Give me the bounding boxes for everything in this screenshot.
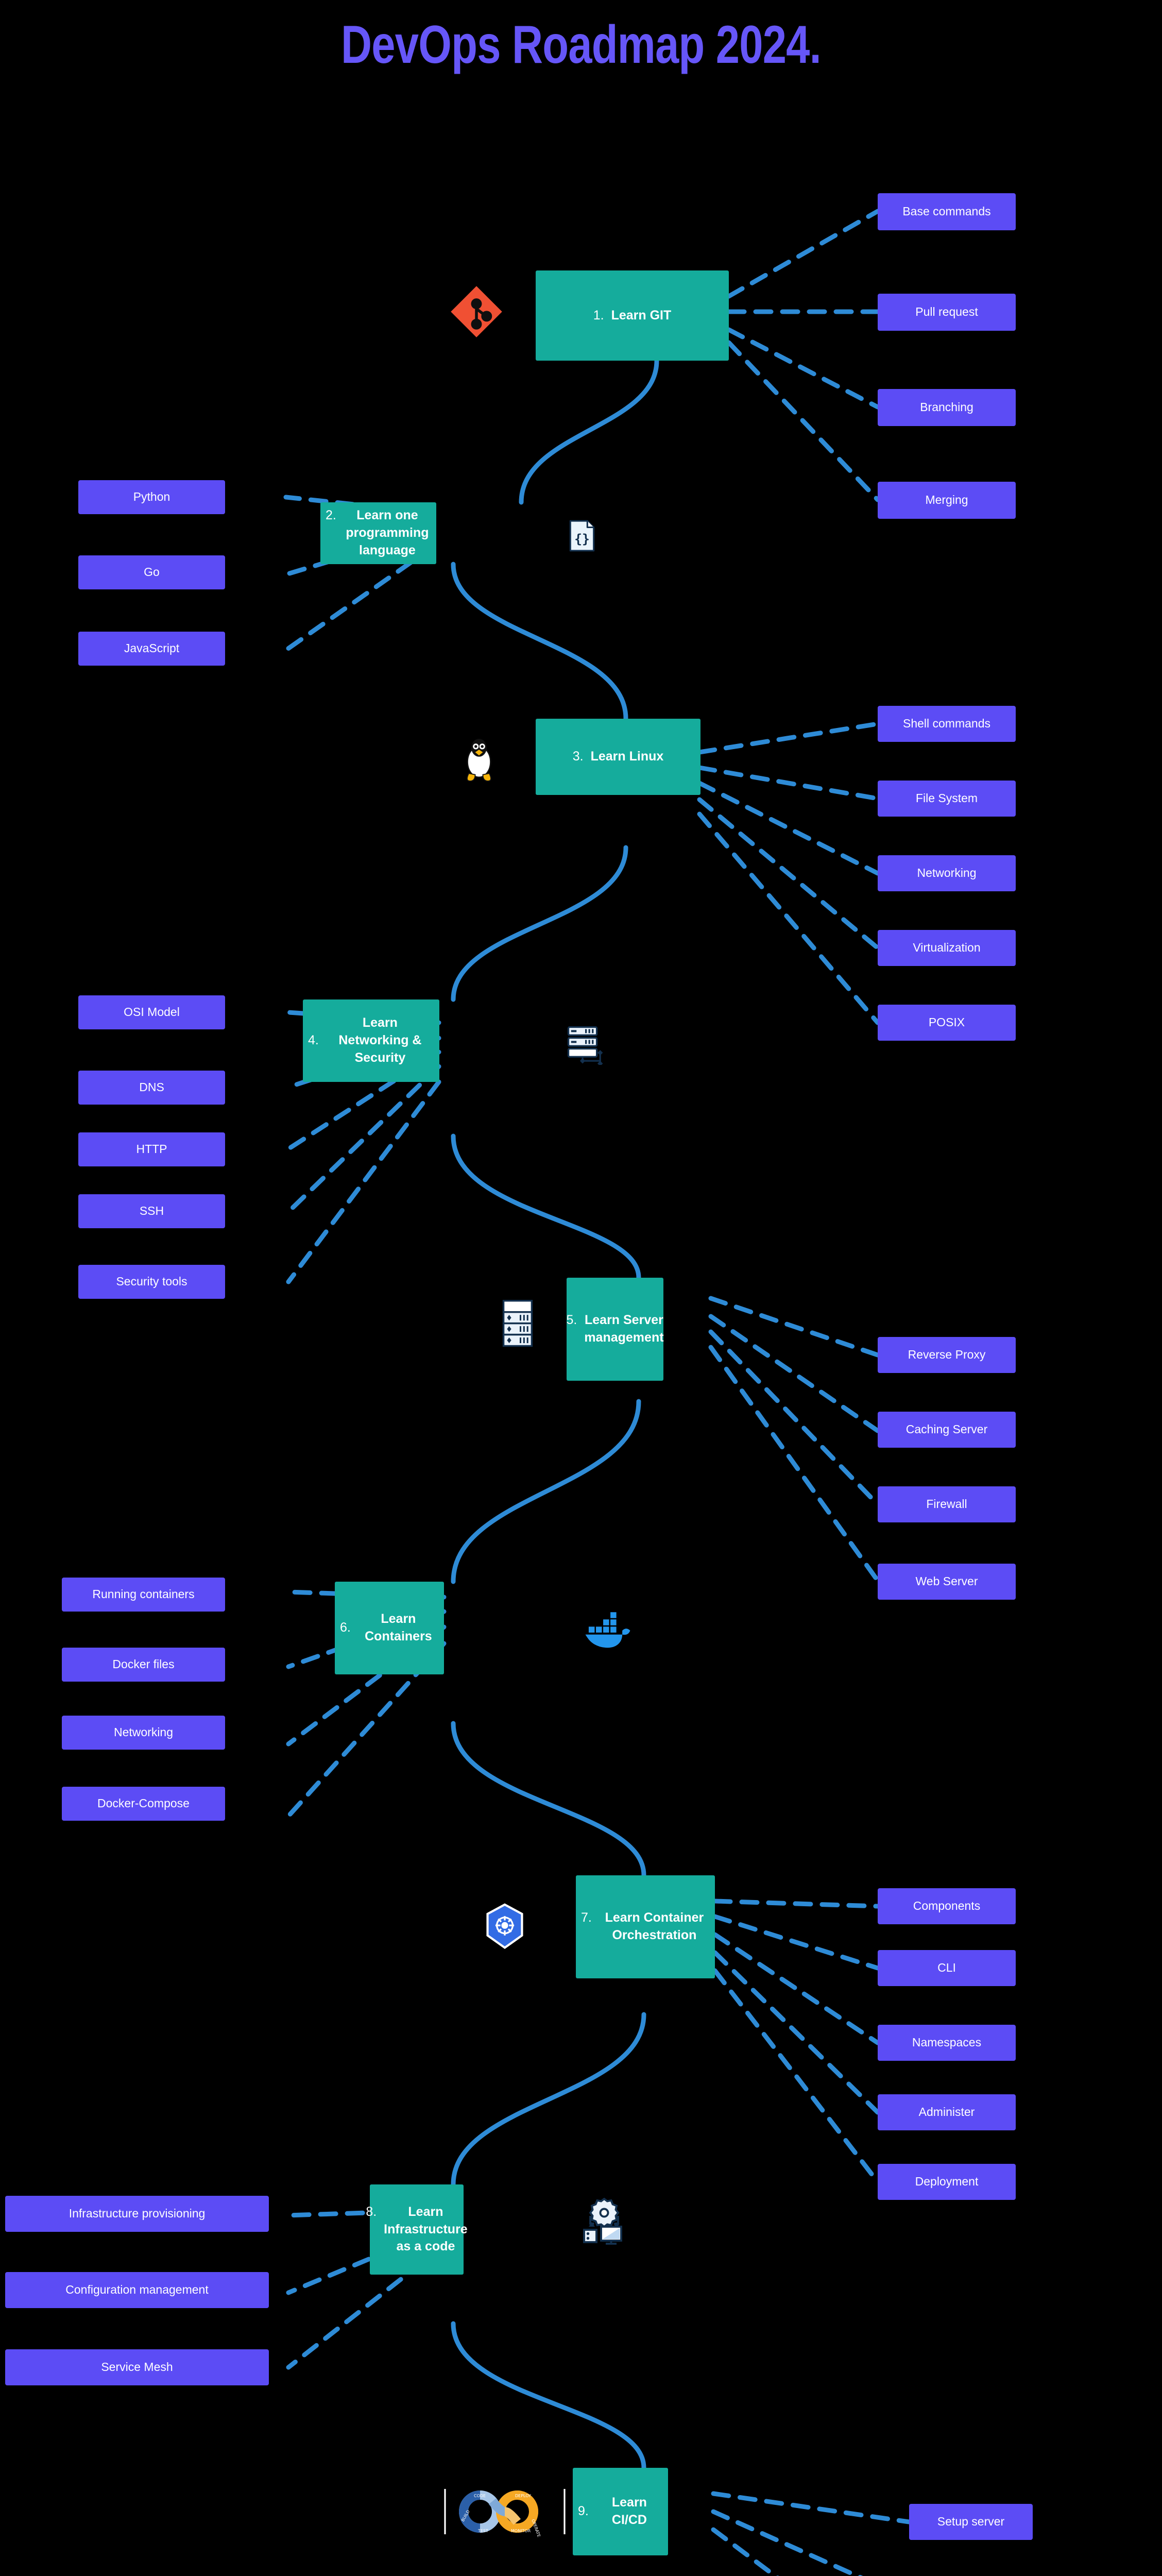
sub-node[interactable]: Service Mesh	[5, 2349, 269, 2385]
step-node-3[interactable]: 3. Learn Linux	[536, 719, 700, 795]
server-rack-icon	[492, 1296, 543, 1352]
step-node-5[interactable]: 5. Learn Server management	[566, 1278, 664, 1381]
sub-node[interactable]: Docker-Compose	[62, 1787, 225, 1821]
page-title: DevOps Roadmap 2024.	[341, 15, 822, 75]
sub-node[interactable]: Running containers	[62, 1578, 225, 1612]
sub-node[interactable]: Namespaces	[878, 2025, 1016, 2061]
sub-node[interactable]: Python	[78, 480, 225, 514]
step-number: 1.	[593, 308, 604, 323]
step-number: 9.	[578, 2504, 589, 2519]
sub-node[interactable]: Components	[878, 1888, 1016, 1924]
sub-node[interactable]: File System	[878, 781, 1016, 817]
step-number: 8.	[366, 2204, 377, 2219]
step-node-7[interactable]: 7. Learn Container Orchestration	[576, 1875, 715, 1978]
sub-node[interactable]: Caching Server	[878, 1412, 1016, 1448]
sub-node[interactable]: Web Server	[878, 1564, 1016, 1600]
step-number: 5.	[566, 1313, 577, 1328]
sub-node[interactable]: POSIX	[878, 1005, 1016, 1041]
sub-node[interactable]: Reverse Proxy	[878, 1337, 1016, 1373]
step-label: Learn Container Orchestration	[605, 1910, 704, 1942]
step-node-2[interactable]: 2. Learn one programming language	[320, 502, 436, 564]
sub-node[interactable]: Infrastructure provisioning	[5, 2196, 269, 2232]
linux-penguin-icon	[453, 732, 505, 788]
step-node-6[interactable]: 6. Learn Containers	[335, 1582, 444, 1674]
step-node-8[interactable]: 8. Learn Infrastructure as a code	[366, 2184, 468, 2275]
docker-whale-icon	[582, 1607, 634, 1654]
sub-node[interactable]: Firewall	[878, 1486, 1016, 1522]
network-server-icon	[559, 1018, 610, 1069]
sub-node[interactable]: HTTP	[78, 1132, 225, 1166]
sub-node[interactable]: Pull request	[878, 294, 1016, 331]
step-label: Learn Containers	[365, 1612, 432, 1643]
step-node-1[interactable]: 1. Learn GIT	[536, 270, 729, 361]
svg-text:CODE: CODE	[474, 2494, 486, 2498]
sub-node[interactable]: Go	[78, 555, 225, 589]
sub-node[interactable]: CLI	[878, 1950, 1016, 1986]
sub-node[interactable]: JavaScript	[78, 632, 225, 666]
sub-node[interactable]: SSH	[78, 1194, 225, 1228]
step-label: Learn Server management	[584, 1313, 664, 1345]
sub-node[interactable]: Security tools	[78, 1265, 225, 1299]
sub-node[interactable]: Virtualization	[878, 930, 1016, 966]
sub-node[interactable]: Shell commands	[878, 706, 1016, 742]
svg-text:MONITOR: MONITOR	[511, 2529, 531, 2533]
sub-node[interactable]: Networking	[62, 1716, 225, 1750]
sub-node[interactable]: Deployment	[878, 2164, 1016, 2200]
sub-node[interactable]: OSI Model	[78, 995, 225, 1029]
step-label: Learn one programming language	[346, 508, 429, 557]
step-number: 6.	[340, 1620, 351, 1635]
step-number: 3.	[572, 749, 584, 764]
step-label: Learn Linux	[590, 749, 664, 764]
svg-text:TEST: TEST	[477, 2529, 488, 2533]
step-number: 4.	[308, 1033, 319, 1048]
svg-text:DEPLOY: DEPLOY	[515, 2494, 531, 2498]
step-number: 7.	[581, 1910, 592, 1925]
svg-text:OPERATE: OPERATE	[531, 2519, 541, 2538]
sub-node[interactable]: Configuration management	[5, 2272, 269, 2308]
gear-server-icon	[576, 2192, 633, 2249]
sub-node[interactable]: Merging	[878, 482, 1016, 519]
sub-node[interactable]: Base commands	[878, 193, 1016, 230]
sub-node[interactable]: Networking	[878, 855, 1016, 891]
step-label: Learn CI/CD	[611, 2495, 647, 2527]
sub-node[interactable]: Administer	[878, 2094, 1016, 2130]
step-node-4[interactable]: 4. Learn Networking & Security	[303, 999, 439, 1082]
sub-node[interactable]: Docker files	[62, 1648, 225, 1682]
git-icon	[443, 278, 510, 345]
sub-node[interactable]: DNS	[78, 1071, 225, 1105]
step-node-9[interactable]: 9. Learn CI/CD	[573, 2468, 668, 2555]
step-label: Learn GIT	[611, 308, 672, 323]
step-label: Learn Networking & Security	[338, 1015, 422, 1065]
kubernetes-icon	[479, 1901, 531, 1953]
sub-node[interactable]: Branching	[878, 389, 1016, 426]
step-label: Learn Infrastructure as a code	[384, 2204, 468, 2254]
svg-text:{}: {}	[574, 531, 590, 546]
sub-node[interactable]: Setup server	[909, 2504, 1033, 2540]
step-number: 2.	[326, 508, 336, 523]
code-file-icon: {}	[561, 515, 603, 556]
